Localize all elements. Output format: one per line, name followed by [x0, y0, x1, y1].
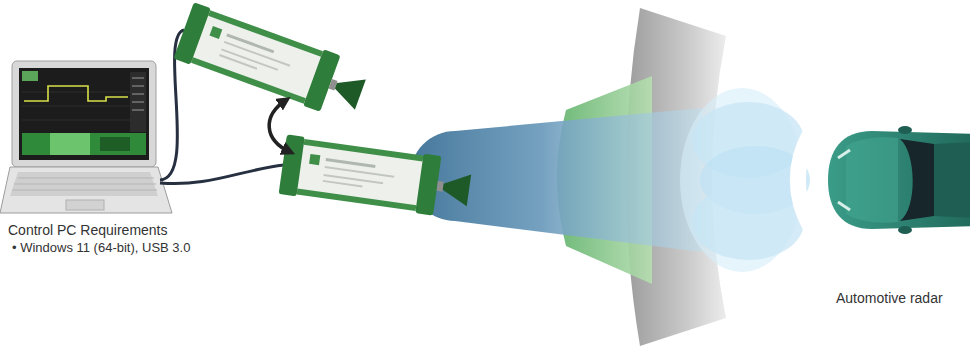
- laptop-illustration: [132, 102, 144, 103]
- laptop-illustration: [132, 94, 144, 95]
- requirements-note: • Windows 11 (64-bit), USB 3.0: [12, 240, 312, 256]
- laptop-illustration: [100, 137, 130, 151]
- radar-lobes: [692, 184, 804, 260]
- laptop-illustration: [66, 200, 104, 210]
- laptop-illustration: [132, 86, 144, 87]
- laptop-illustration: [12, 61, 156, 167]
- radar-module: [173, 2, 370, 123]
- laptop-illustration: [130, 72, 146, 132]
- laptop-illustration: [132, 78, 144, 79]
- laptop-illustration: [10, 172, 158, 196]
- laptop-illustration: [0, 167, 172, 213]
- radar-module: [330, 71, 365, 110]
- laptop-illustration: [22, 71, 38, 81]
- radar-module: [279, 134, 474, 220]
- laptop-illustration: [19, 68, 149, 160]
- car-illustration: [898, 126, 912, 134]
- laptop-illustration: [50, 133, 90, 155]
- laptop-illustration: [132, 110, 144, 111]
- car-illustration: [838, 202, 850, 210]
- radar-module: [191, 57, 306, 104]
- radar-module: [326, 158, 376, 168]
- radar-module: [173, 2, 210, 65]
- radar-module: [323, 180, 363, 188]
- radar-module: [303, 49, 340, 112]
- car-illustration: [828, 126, 970, 234]
- radar-module: [309, 154, 320, 165]
- device-label: Automotive radar: [836, 290, 970, 307]
- laptop-illustration: [22, 120, 146, 121]
- radar-module: [210, 26, 223, 39]
- laptop-illustration: [22, 133, 146, 155]
- laptop-illustration: [24, 86, 128, 101]
- radar-module: [297, 188, 417, 211]
- radar-module: [437, 181, 444, 192]
- car-illustration: [934, 142, 970, 218]
- requirements-heading: Control PC Requirements: [8, 222, 268, 239]
- car-illustration: [838, 150, 850, 158]
- blue-beam: [410, 108, 702, 252]
- radar-module: [441, 171, 471, 206]
- laptop-illustration: [22, 106, 146, 107]
- car-illustration: [846, 137, 898, 222]
- radar-module: [304, 139, 424, 162]
- laptop-illustration: [0, 61, 172, 213]
- swap-arrow: [269, 100, 290, 152]
- laptop-illustration: [12, 178, 157, 190]
- radar-module: [219, 54, 257, 70]
- radar-module: [279, 134, 305, 196]
- usb-cable: [160, 165, 284, 184]
- car-illustration: [828, 131, 970, 229]
- blue-beam: [410, 108, 702, 252]
- car-illustration: [900, 139, 939, 221]
- swap-arrow: [269, 100, 290, 152]
- laptop-illustration: [22, 92, 146, 93]
- car-illustration: [898, 226, 912, 234]
- radar-module: [183, 11, 331, 104]
